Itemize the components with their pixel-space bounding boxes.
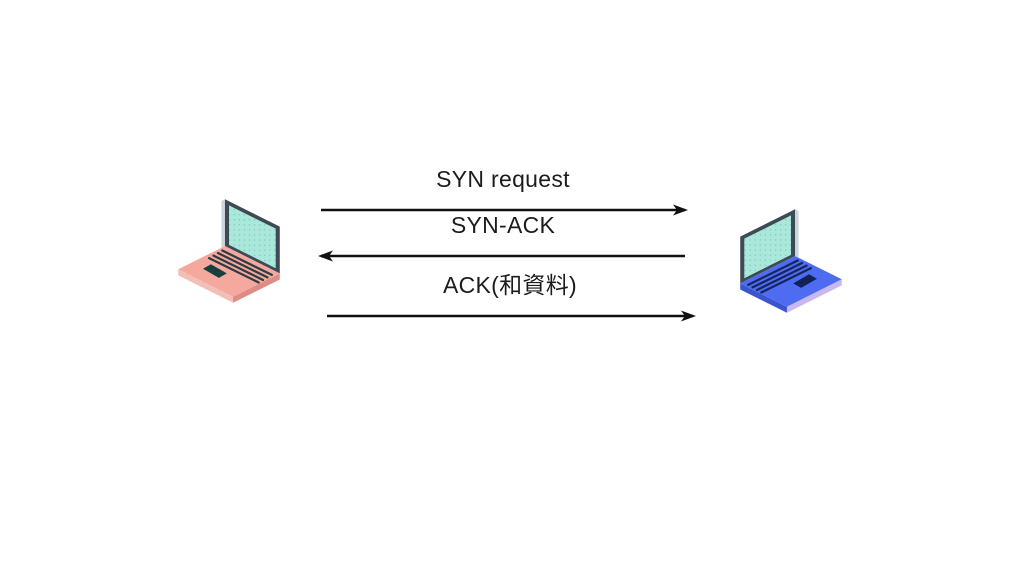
left-laptop-icon (178, 199, 280, 303)
syn-request-arrow (321, 204, 688, 216)
keyboard (747, 259, 813, 294)
syn-request-label: SYN request (436, 166, 570, 192)
message-ack: ACK(和資料) (324, 270, 696, 324)
message-syn-request: SYN request (318, 164, 688, 218)
keyboard (207, 249, 273, 284)
syn-ack-arrow (318, 250, 685, 262)
right-laptop-icon (740, 209, 842, 313)
message-syn-ack: SYN-ACK (318, 210, 688, 264)
ack-label: ACK(和資料) (442, 272, 577, 298)
left-laptop (162, 186, 294, 314)
right-laptop (726, 196, 858, 324)
trackpad (793, 274, 817, 288)
trackpad (203, 264, 227, 278)
syn-ack-label: SYN-ACK (450, 212, 556, 238)
ack-arrow (327, 310, 696, 322)
